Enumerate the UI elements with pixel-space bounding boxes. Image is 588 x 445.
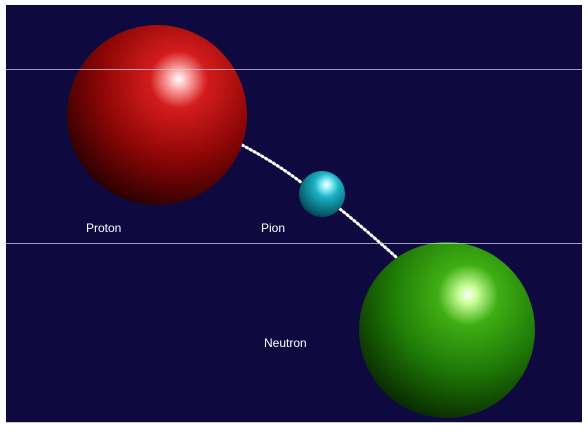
neutron-label: Neutron	[264, 336, 307, 350]
pion-label: Pion	[261, 221, 286, 235]
pion-neutron-connector	[338, 207, 398, 259]
proton-pion-connector	[240, 143, 304, 185]
diagram-frame: Proton Pion Neutron	[6, 5, 582, 422]
proton-label: Proton	[86, 221, 122, 235]
particle-scene	[67, 25, 535, 418]
pion-sphere	[299, 171, 345, 217]
scanline-middle	[6, 243, 582, 244]
neutron-sphere	[359, 242, 535, 418]
proton-sphere	[67, 25, 247, 205]
scanline-top	[6, 69, 582, 70]
bottom-divider	[6, 422, 582, 423]
